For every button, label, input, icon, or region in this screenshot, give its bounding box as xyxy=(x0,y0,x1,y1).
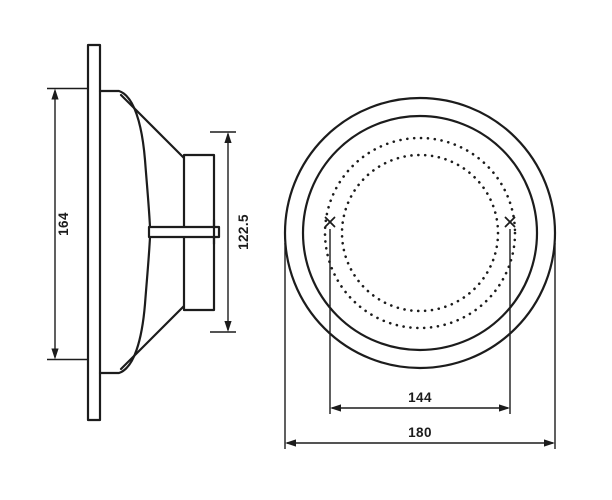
arrowhead-up-icon xyxy=(51,88,59,100)
dimension-outer-diameter: 180 xyxy=(284,243,556,449)
outer-dotted-circle xyxy=(323,136,517,330)
bridge-bar xyxy=(147,225,221,239)
dimension-hole-spacing: 144 xyxy=(329,229,511,414)
arrowhead-left-icon xyxy=(285,439,296,447)
baffle-profile-upper xyxy=(98,89,152,229)
arrowhead-right-icon xyxy=(544,439,555,447)
hole-cross-marker-left-icon xyxy=(324,216,336,228)
dimension-label-hole-spacing: 144 xyxy=(408,390,432,405)
mounting-flange xyxy=(86,43,102,422)
arrowhead-down-icon xyxy=(224,321,232,332)
dimension-label-height: 164 xyxy=(56,212,71,236)
hole-cross-marker-right-icon xyxy=(504,216,516,228)
outer-rim-circle xyxy=(283,96,557,370)
cross-stroke xyxy=(324,216,336,228)
arrowhead-down-icon xyxy=(51,348,59,360)
arrowhead-up-icon xyxy=(224,132,232,143)
inner-rim-circle xyxy=(301,114,539,352)
cross-stroke xyxy=(504,216,516,228)
side-view xyxy=(86,43,221,422)
dimension-label-outer-diameter: 180 xyxy=(408,425,432,440)
arrowhead-right-icon xyxy=(499,404,510,412)
arrowhead-left-icon xyxy=(330,404,341,412)
dimension-height: 164 xyxy=(47,87,87,361)
dimension-label-depth: 122.5 xyxy=(236,214,251,250)
baffle-profile-lower xyxy=(98,235,152,375)
cone-edge-upper xyxy=(119,93,186,160)
dimension-depth: 122.5 xyxy=(210,131,251,333)
inner-dotted-circle xyxy=(340,153,500,313)
cone-edge-lower xyxy=(119,304,186,371)
front-view xyxy=(283,96,557,370)
